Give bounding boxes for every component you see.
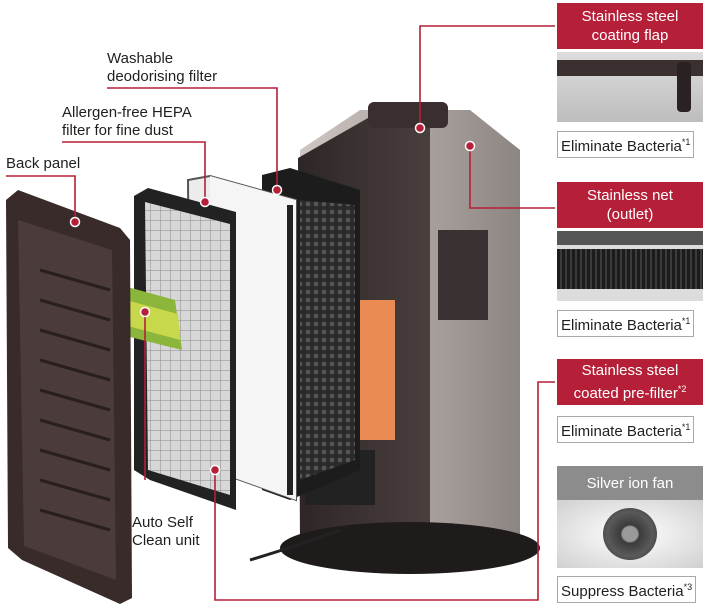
callout-net-title: Stainless net(outlet) bbox=[557, 182, 703, 228]
leader-lines bbox=[6, 25, 555, 601]
flap-photo bbox=[557, 52, 703, 122]
back-panel-shape bbox=[6, 190, 132, 604]
net-photo bbox=[557, 231, 703, 301]
back-panel-label: Back panel bbox=[6, 155, 81, 172]
net-caption: Eliminate Bacteria*1 bbox=[557, 310, 695, 337]
auto-clean-shape bbox=[120, 285, 182, 350]
fan-caption: Suppress Bacteria*3 bbox=[557, 576, 697, 603]
callout-fan-title: Silver ion fan bbox=[557, 466, 703, 500]
leader-dots bbox=[69, 122, 476, 476]
fan-photo bbox=[557, 500, 703, 568]
prefilter-caption: Eliminate Bacteria*1 bbox=[557, 416, 695, 443]
flap-caption: Eliminate Bacteria*1 bbox=[557, 131, 695, 158]
pre-filter-shape bbox=[134, 188, 236, 510]
